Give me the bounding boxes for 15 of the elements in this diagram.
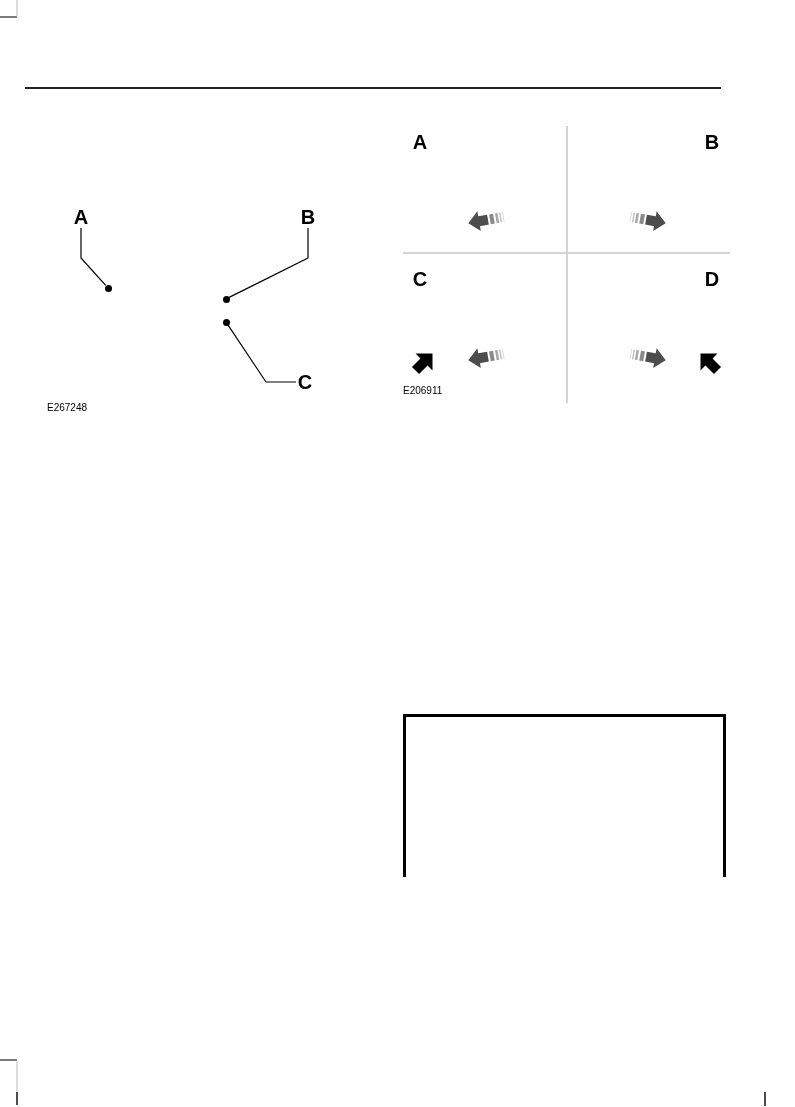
pointer-dot	[104, 284, 112, 292]
panel-letter: C	[411, 268, 429, 290]
pointer-dot	[222, 318, 230, 326]
panel-letter: B	[703, 131, 721, 153]
panel-letter: D	[703, 268, 721, 290]
panel-letter: A	[411, 131, 429, 153]
callout-letter: B	[299, 206, 317, 228]
leader-line	[228, 227, 309, 298]
callout-letter: C	[296, 371, 314, 393]
callout-letter: A	[72, 206, 90, 228]
figure-code: E267248	[47, 402, 88, 414]
leader-line	[80, 227, 107, 286]
pointer-dot	[222, 295, 230, 303]
leader-line	[227, 324, 297, 383]
figure-code: E206911	[403, 385, 443, 397]
